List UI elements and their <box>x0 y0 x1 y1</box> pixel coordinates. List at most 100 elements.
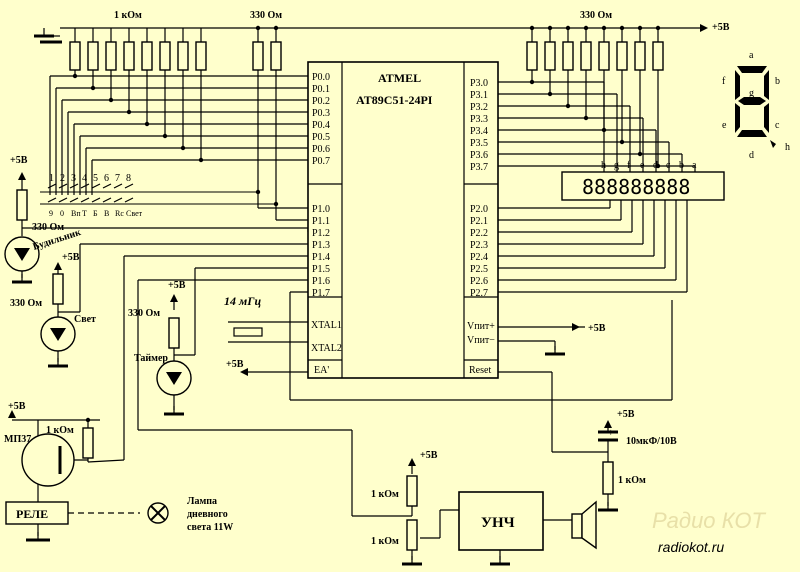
key-switch <box>124 183 134 189</box>
pin-label: P2.5 <box>470 264 488 275</box>
pin-reset: Reset <box>469 365 491 376</box>
junction-dot <box>255 189 261 195</box>
key-switch <box>91 183 101 189</box>
key-label-bottom: Т <box>82 209 87 218</box>
watermark-logo: Радио КОТ <box>652 508 766 533</box>
pin-label: P1.3 <box>312 240 330 251</box>
vcc-arrow <box>604 420 612 428</box>
pin-vcc-plus: Vпит+ <box>467 321 495 332</box>
pin-label: P1.4 <box>312 252 330 263</box>
resistor <box>177 41 189 71</box>
pin-label: P2.0 <box>470 204 488 215</box>
arrow <box>240 368 248 376</box>
resistor <box>105 41 117 71</box>
label-vcc-top: +5В <box>712 22 730 33</box>
led-diode-icon <box>50 328 66 341</box>
led-diode-icon <box>14 248 30 261</box>
key-switch <box>113 183 123 189</box>
label-vcc-pot: +5В <box>420 450 438 461</box>
pin-label: P0.2 <box>312 96 330 107</box>
label-relay: РЕЛЕ <box>16 507 48 521</box>
speaker <box>571 513 583 539</box>
vcc-arrow <box>54 262 62 270</box>
relay <box>5 501 69 525</box>
display-pin-label: a <box>692 160 697 171</box>
pin-label: P0.7 <box>312 156 330 167</box>
junction-dot <box>565 25 571 31</box>
label-vcc-ea: +5В <box>226 359 244 370</box>
key-label-top: 5 <box>93 173 98 184</box>
label-res-330-mid: 330 Ом <box>250 10 282 21</box>
arrow <box>700 24 708 32</box>
key-switch <box>102 197 112 203</box>
resistor <box>69 41 81 71</box>
junction-dot <box>273 25 279 31</box>
key-switch <box>69 197 79 203</box>
seg-label-b: b <box>775 76 780 87</box>
key-switch <box>113 197 123 203</box>
key-label-bottom: 9 <box>49 209 53 218</box>
lamp-cross <box>150 505 166 521</box>
label-r-pot2: 1 кОм <box>371 536 399 547</box>
led-diode-icon <box>166 372 182 385</box>
seg-label-f: f <box>722 76 726 87</box>
key-switch <box>91 197 101 203</box>
watermark-url: radiokot.ru <box>658 539 724 555</box>
resistor <box>580 41 592 71</box>
junction-dot <box>583 25 589 31</box>
seg-label-c: c <box>775 120 780 131</box>
pin-label: P2.7 <box>470 288 488 299</box>
pin-label: P3.4 <box>470 126 488 137</box>
label-transistor: МП37 <box>4 434 31 445</box>
led-display <box>561 171 725 201</box>
key-switch <box>124 197 134 203</box>
junction-dot <box>601 25 607 31</box>
crystal <box>233 327 263 337</box>
label-vcc-led2: +5В <box>62 252 80 263</box>
resistor <box>598 41 610 71</box>
resistor <box>82 427 94 459</box>
seg-label-h: h <box>785 142 790 153</box>
resistor <box>123 41 135 71</box>
pin-label: P1.0 <box>312 204 330 215</box>
seg-label-e: e <box>722 120 727 131</box>
pin-label: P0.0 <box>312 72 330 83</box>
display-pin-label: e <box>640 160 645 171</box>
pin-label: P3.7 <box>470 162 488 173</box>
pin-label: P3.6 <box>470 150 488 161</box>
resistor <box>270 41 282 71</box>
resistor <box>16 189 28 221</box>
resistor <box>544 41 556 71</box>
seg-label-a: a <box>749 50 754 61</box>
seg-label-d: d <box>749 150 754 161</box>
pin-label: P2.6 <box>470 276 488 287</box>
label-cap-plus: + <box>608 428 614 439</box>
label-cap: 10мкФ/10В <box>626 436 677 447</box>
resistor <box>168 317 180 349</box>
label-led-timer: Таймер <box>134 353 168 364</box>
amplifier <box>458 491 544 551</box>
pin-label: P3.5 <box>470 138 488 149</box>
label-vcc-led1: +5В <box>10 155 28 166</box>
label-r2: 330 Ом <box>10 298 42 309</box>
vcc-arrow <box>170 294 178 302</box>
pin-xtal2: XTAL2 <box>311 343 342 354</box>
pin-label: P0.5 <box>312 132 330 143</box>
label-vcc-relay: +5В <box>8 401 26 412</box>
key-label-top: 2 <box>60 173 65 184</box>
mcu-chip <box>307 61 499 379</box>
pin-label: P3.2 <box>470 102 488 113</box>
pin-label: P0.1 <box>312 84 330 95</box>
pin-label: P2.2 <box>470 228 488 239</box>
label-res-330-right: 330 Ом <box>580 10 612 21</box>
seven-segment-icon <box>735 66 776 148</box>
resistor <box>616 41 628 71</box>
pin-ea: EA' <box>314 365 329 376</box>
key-label-top: 7 <box>115 173 120 184</box>
junction-dot <box>637 25 643 31</box>
key-switch <box>80 183 90 189</box>
key-label-top: 1 <box>49 173 54 184</box>
pin-label: P1.7 <box>312 288 330 299</box>
